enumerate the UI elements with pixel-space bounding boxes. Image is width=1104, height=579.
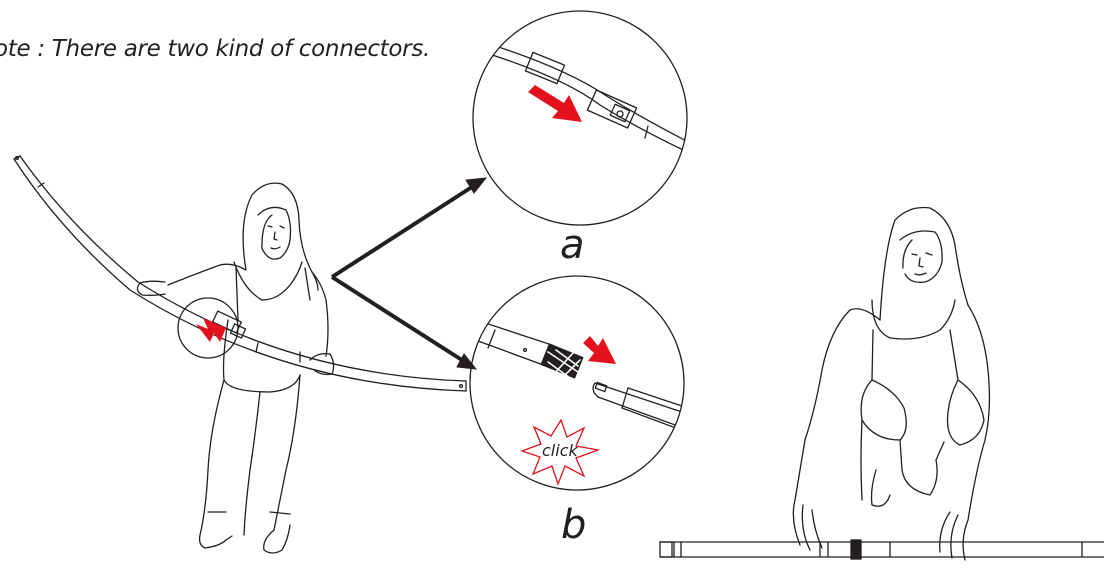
- note-text: ote : There are two kind of connectors.: [0, 36, 431, 62]
- connector-b-detail: [470, 317, 684, 438]
- red-arrow-a: [528, 85, 582, 122]
- straight-frame-tube: [659, 539, 1104, 560]
- detail-circle-b: [469, 275, 685, 491]
- connector-a-detail: [473, 37, 687, 159]
- label-b: b: [561, 502, 587, 548]
- red-arrow-small: [196, 318, 226, 342]
- detail-circle-a: [472, 10, 688, 226]
- curved-frame-tube: [13, 155, 467, 392]
- crouching-woman-figure: [792, 206, 991, 561]
- red-direction-arrows: [196, 85, 616, 364]
- red-arrow-b: [583, 336, 616, 364]
- standing-woman-figure: [136, 182, 335, 554]
- click-burst: click: [520, 418, 601, 486]
- label-a: a: [560, 222, 585, 268]
- pointer-arrows: [330, 177, 488, 370]
- click-text: click: [542, 441, 578, 460]
